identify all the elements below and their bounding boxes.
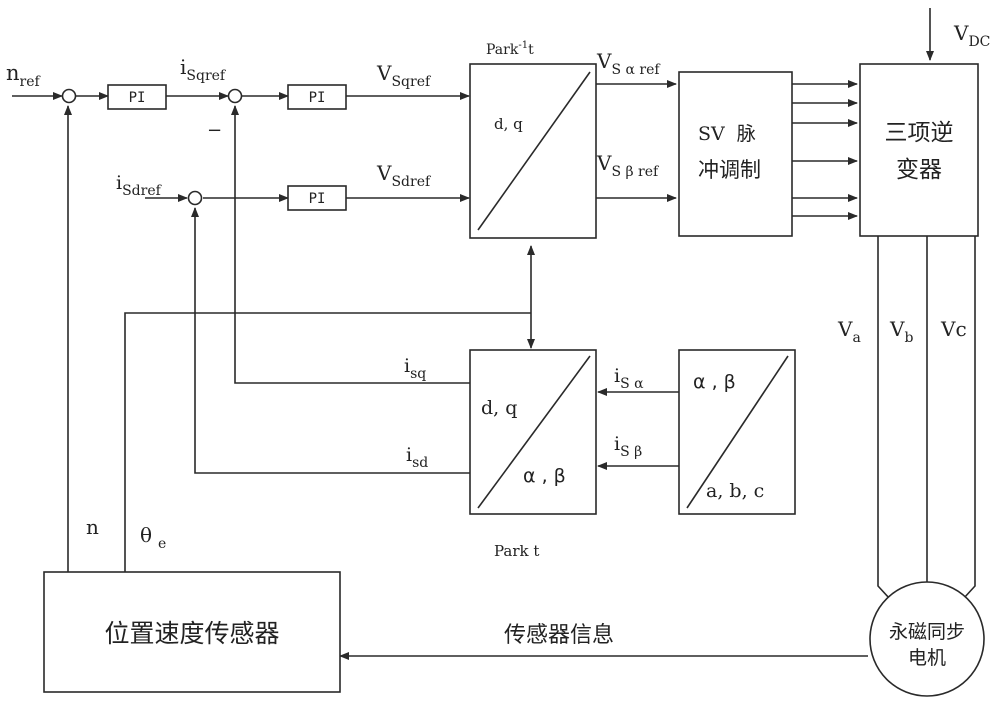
label-vsdref: VSdref — [376, 161, 432, 190]
label-sensor-info: 传感器信息 — [504, 623, 614, 648]
wire-phase-c — [952, 236, 976, 611]
wire-phase-a — [877, 236, 901, 611]
park-dq-label: d, q — [481, 397, 517, 419]
label-isbeta: iS β — [614, 433, 642, 460]
motor-label-line1: 永磁同步 — [889, 621, 965, 643]
label-va: Va — [837, 317, 861, 346]
pi-id-block: PI — [287, 185, 347, 211]
svm-label-line2: 冲调制 — [698, 158, 761, 182]
clarke-abc-label: a, b, c — [706, 480, 764, 502]
label-minus: − — [207, 120, 222, 141]
park-caption: Park t — [494, 542, 539, 560]
label-isd: isd — [406, 444, 428, 471]
inverse-park-title: Park-1t — [486, 40, 534, 58]
wire-isd-feedback — [191, 207, 470, 474]
sensor-label: 位置速度传感器 — [104, 619, 279, 648]
label-nref: nref — [6, 61, 42, 90]
wires — [12, 8, 976, 660]
label-isq: isq — [404, 355, 426, 382]
signal-labels: nref iSqref − iSdref VSqref VSdref VS α … — [6, 21, 990, 648]
park-alphabeta-label: α , β — [523, 465, 566, 487]
wire-isq-feedback — [231, 105, 470, 384]
inverse-park-dq-label: d, q — [494, 115, 523, 133]
sensor-block: 位置速度传感器 — [43, 571, 341, 693]
motor-label-line2: 电机 — [908, 647, 946, 669]
label-isalpha: iS α — [614, 365, 644, 392]
clarke-block: α , β a, b, c — [678, 349, 796, 515]
sum-junction-speed — [61, 88, 77, 104]
inverter-block: 三项逆 变器 — [859, 63, 979, 237]
inverse-park-block: d, q Park-1t — [469, 40, 597, 239]
park-block: d, q α , β Park t — [469, 349, 597, 560]
pi-iq-label: PI — [309, 90, 326, 106]
label-vc: Vc — [940, 317, 967, 341]
park-diagonal — [477, 355, 591, 509]
label-valpharef: VS α ref — [596, 49, 661, 78]
sum-junction-id — [187, 190, 203, 206]
inverter-label-line2: 变器 — [896, 157, 942, 183]
label-isqref: iSqref — [180, 55, 227, 84]
label-isdref: iSdref — [116, 172, 163, 199]
label-vdc: VDC — [953, 21, 990, 50]
pi-speed-label: PI — [129, 90, 146, 106]
clarke-diagonal — [686, 355, 789, 509]
motor-block: 永磁同步 电机 — [869, 581, 985, 697]
pi-speed-block: PI — [107, 84, 167, 110]
clarke-alphabeta-label: α , β — [693, 371, 736, 393]
label-vsqref: VSqref — [376, 61, 432, 90]
pi-iq-block: PI — [287, 84, 347, 110]
inverter-label-line1: 三项逆 — [885, 120, 954, 146]
pi-id-label: PI — [309, 191, 326, 207]
sum-junction-iq — [227, 88, 243, 104]
label-vbetaref: VS β ref — [596, 151, 660, 180]
wire-theta — [124, 312, 531, 572]
label-n: n — [86, 515, 99, 539]
label-vb: Vb — [889, 317, 913, 346]
inverse-park-diagonal — [477, 71, 591, 231]
